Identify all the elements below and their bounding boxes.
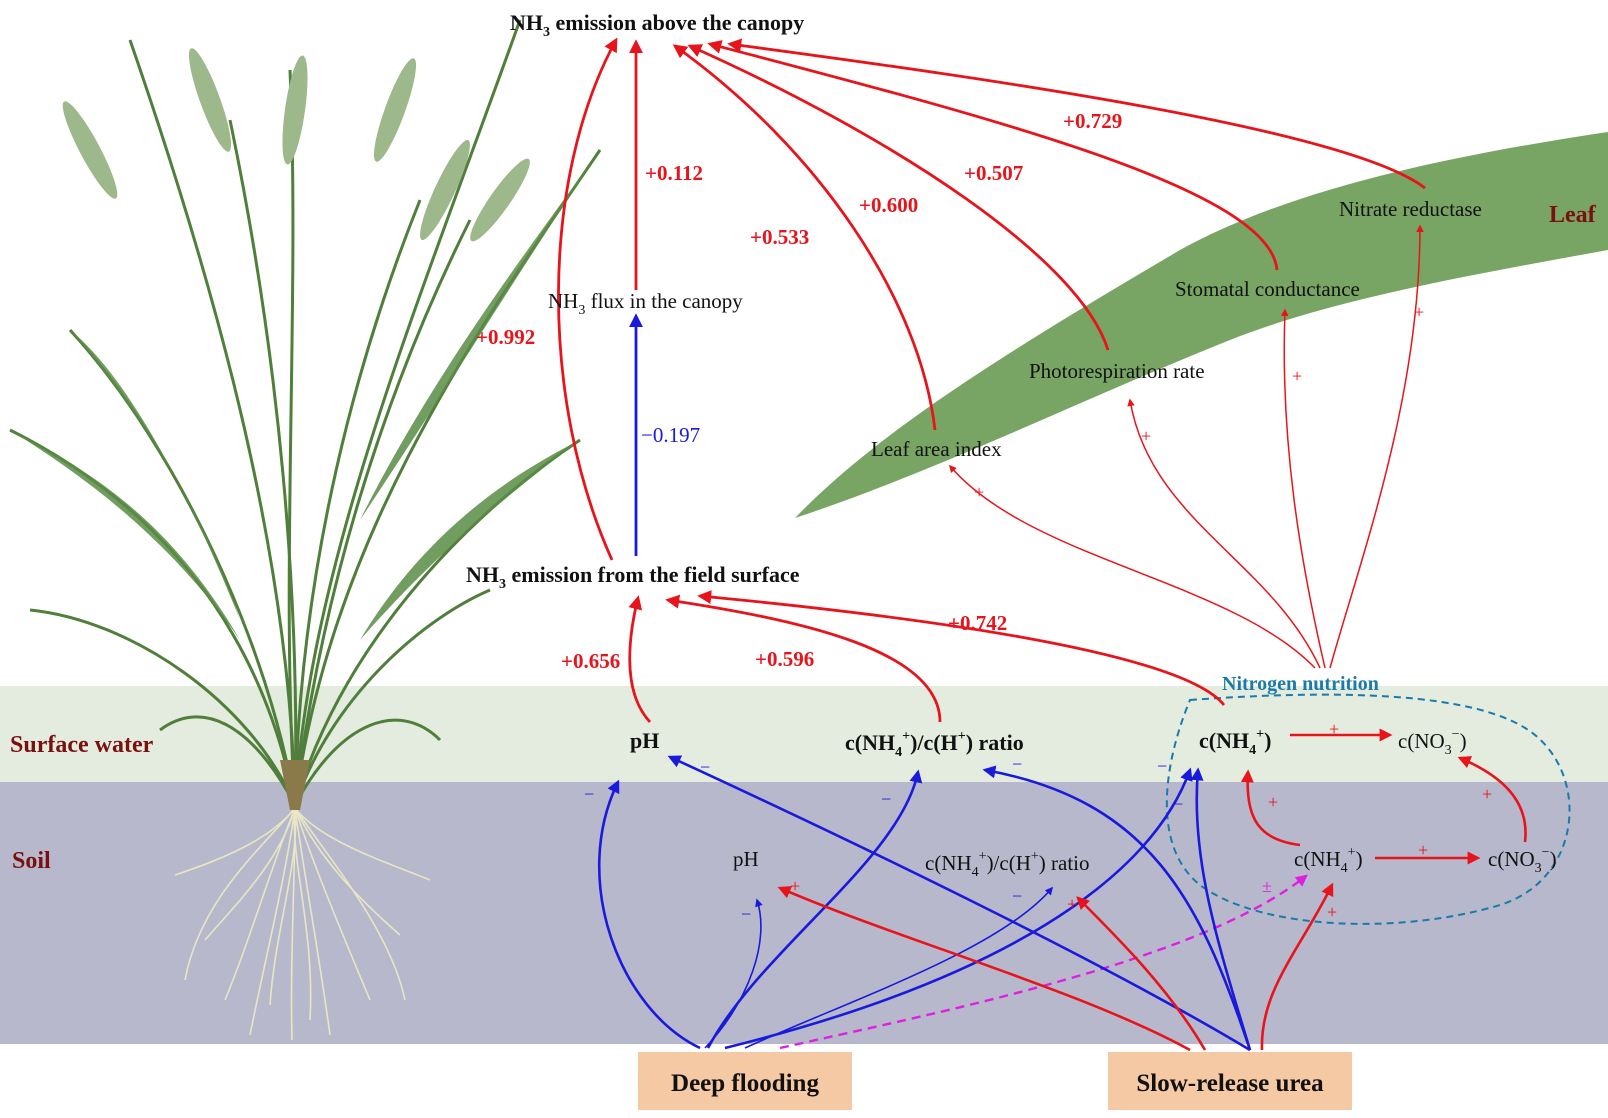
sign-urea-to-water-nh4: − (1173, 794, 1183, 814)
coef-flux-to-canopy: +0.112 (645, 161, 703, 185)
coef-field-to-flux: −0.197 (641, 423, 700, 447)
node-nh3-emission-field-surface: NH3 emission from the field surface (466, 562, 800, 592)
soil-band (0, 782, 1608, 1044)
driver-slow-release-urea-label: Slow-release urea (1136, 1070, 1324, 1097)
node-photorespiration-rate: Photorespiration rate (1029, 359, 1205, 383)
arrow-nitrate-to-canopy (727, 38, 1426, 190)
arrow-flooding-to-soil-nh4 (779, 874, 1308, 1050)
sign-urea-to-soil-nh4: + (1327, 902, 1337, 922)
node-nitrate-reductase: Nitrate reductase (1339, 197, 1482, 221)
coef-field-to-canopy: +0.992 (476, 325, 535, 349)
roots (174, 807, 431, 1041)
arrow-photo-to-canopy (687, 44, 1110, 351)
arrow-nh4-to-field (697, 590, 1226, 706)
node-soil-nh4: c(NH4+) (1294, 845, 1363, 876)
driver-deep-flooding-label: Deep flooding (671, 1070, 819, 1097)
node-water-nh4: c(NH4+) (1199, 727, 1271, 758)
sign-urea-to-water-ratio: − (1012, 754, 1022, 774)
arrow-urea-to-soil-ratio (1076, 896, 1207, 1051)
leaf-shape (795, 132, 1608, 518)
sign-nutrition-to-nitrate: + (1414, 302, 1424, 322)
sign-soil-nh4-to-water-nh4: + (1268, 792, 1278, 812)
node-soil-ratio: c(NH4+)/c(H+) ratio (925, 849, 1090, 880)
zone-label-nitrogen-nutrition: Nitrogen nutrition (1222, 673, 1379, 695)
sign-soil-nh4-to-no3: + (1418, 840, 1428, 860)
sign-urea-to-soil-ratio: + (1067, 894, 1077, 914)
sign-nutrition-to-photo: + (1141, 426, 1151, 446)
arrow-nutrition-to-lai (949, 464, 1316, 669)
node-water-ratio: c(NH4+)/c(H+) ratio (845, 729, 1024, 760)
arrow-flooding-to-water-ph (597, 779, 701, 1050)
arrow-urea-to-soil-ph (777, 886, 1191, 1052)
coef-nitrate-to-canopy: +0.729 (1063, 109, 1122, 133)
arrow-field-to-canopy (557, 37, 618, 561)
node-water-no3: c(NO3−) (1398, 727, 1467, 758)
driver-deep-flooding: Deep flooding (638, 1052, 852, 1110)
coef-stomatal-to-canopy: +0.507 (964, 161, 1023, 185)
arrow-urea-to-water-ph (667, 755, 1251, 1052)
sign-urea-to-soil-ph: + (790, 876, 800, 896)
sign-nutrition-to-lai: + (974, 482, 984, 502)
arrow-nutrition-to-stomatal (1281, 308, 1326, 669)
sign-flooding-to-soil-ph: − (741, 904, 751, 924)
sign-flooding-to-water-nh4: − (1157, 756, 1167, 776)
coef-lai-to-canopy: +0.533 (750, 225, 809, 249)
rice-plant-illustration (9, 19, 602, 1041)
arrow-flooding-to-water-nh4 (724, 767, 1193, 1050)
arrow-urea-to-water-nh4 (1190, 767, 1252, 1051)
coef-nh4-to-field: +0.742 (948, 611, 1007, 635)
zone-label-leaf: Leaf (1549, 202, 1597, 228)
arrow-flooding-to-soil-ph (704, 898, 763, 1049)
arrow-stomatal-to-canopy (707, 40, 1279, 271)
arrow-nutrition-to-nitrate (1329, 224, 1424, 669)
arrow-soil-nh4-to-water-nh4 (1240, 769, 1301, 847)
zone-label-soil: Soil (12, 848, 51, 874)
nitrogen-nutrition-outline (1165, 693, 1571, 925)
node-stomatal-conductance: Stomatal conductance (1175, 277, 1360, 301)
sign-urea-to-water-ph: − (700, 757, 710, 777)
sign-flooding-to-soil-ratio: − (1012, 886, 1022, 906)
coef-photo-to-canopy: +0.600 (859, 193, 918, 217)
arrow-nutrition-to-photo (1127, 398, 1321, 669)
node-soil-ph: pH (733, 847, 759, 871)
sign-nutrition-to-stomatal: + (1292, 366, 1302, 386)
arrow-flooding-to-soil-ratio (744, 886, 1054, 1049)
arrow-urea-to-water-ratio (982, 765, 1252, 1051)
sign-flooding-to-water-ph: − (584, 784, 594, 804)
coef-ratio-to-field: +0.596 (755, 647, 814, 671)
arrow-soil-no3-to-water-no3 (1457, 756, 1527, 843)
zone-label-surface-water: Surface water (10, 732, 154, 758)
arrow-lai-to-canopy (672, 44, 937, 431)
sign-soil-no3-to-water-no3: + (1482, 784, 1492, 804)
driver-slow-release-urea: Slow-release urea (1108, 1052, 1352, 1110)
node-leaf-area-index: Leaf area index (871, 437, 1002, 461)
sign-flooding-to-water-ratio: − (881, 789, 891, 809)
arrow-ratio-to-field (665, 594, 942, 723)
arrow-ph-to-field (628, 595, 652, 723)
node-water-ph: pH (630, 728, 659, 753)
sign-flooding-to-soil-nh4: ± (1262, 876, 1272, 896)
node-nh3-emission-above-canopy: NH3 emission above the canopy (510, 10, 804, 40)
node-soil-no3: c(NO3−) (1488, 845, 1557, 876)
node-nh3-flux-in-canopy: NH3 flux in the canopy (548, 289, 743, 318)
arrow-urea-to-soil-nh4 (1260, 882, 1334, 1051)
coef-ph-to-field: +0.656 (561, 649, 620, 673)
sign-water-nh4-to-no3: + (1329, 719, 1339, 739)
